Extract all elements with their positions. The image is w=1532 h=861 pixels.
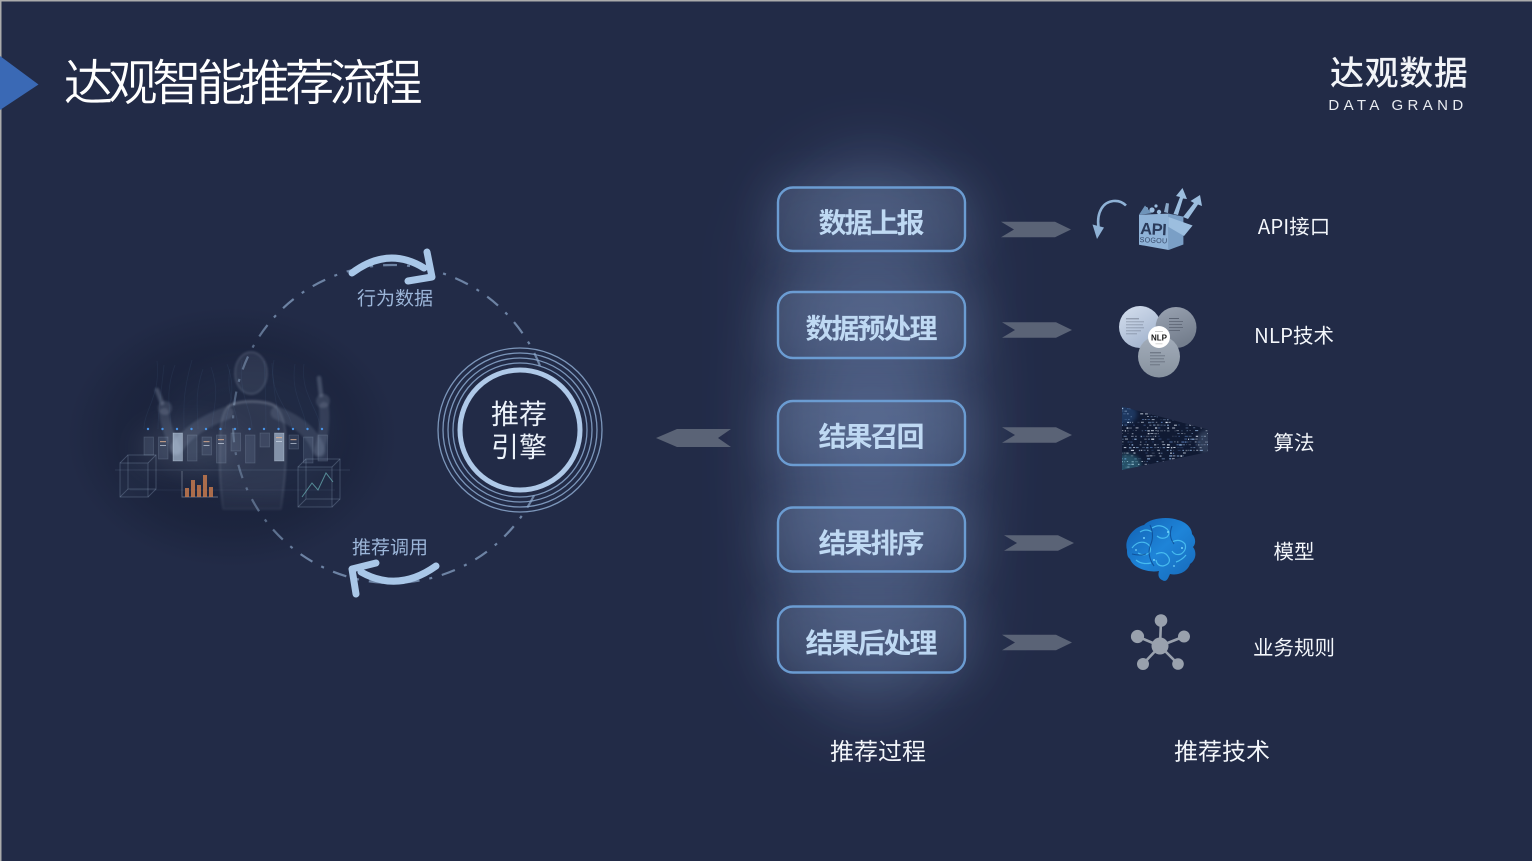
svg-text:API: API: [1140, 220, 1167, 239]
svg-text:NLP: NLP: [1151, 334, 1168, 343]
svg-text:SOGOU: SOGOU: [1139, 235, 1167, 245]
svg-text:DATA GRAND: DATA GRAND: [1328, 97, 1467, 114]
